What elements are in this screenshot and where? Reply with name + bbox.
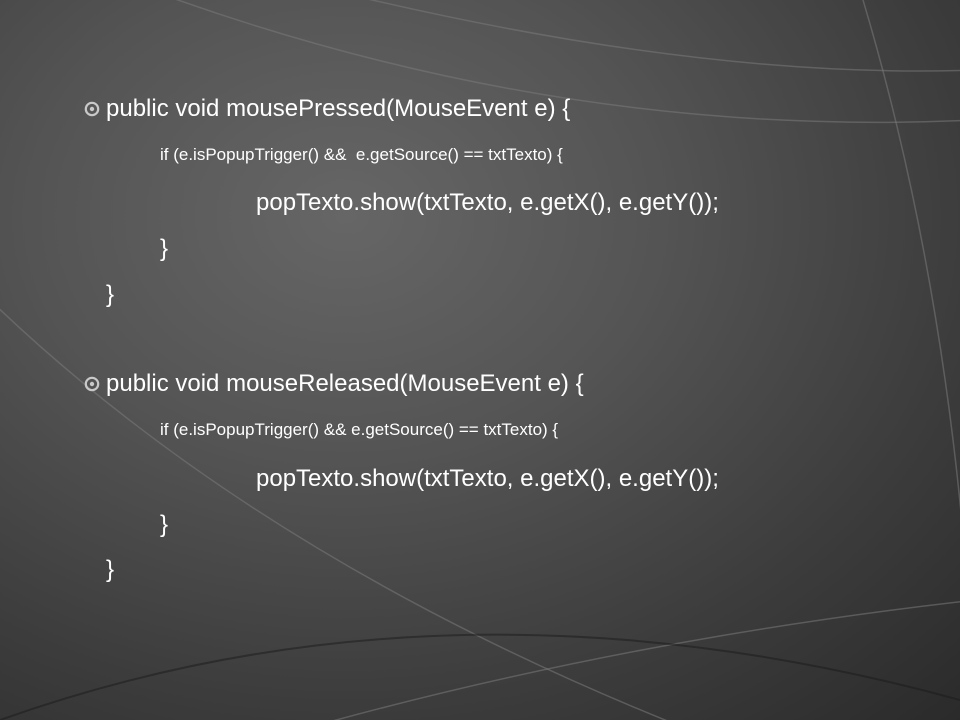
code-line-mousepressed-signature: public void mousePressed(MouseEvent e) { <box>106 95 571 122</box>
code-line-mousereleased-signature: public void mouseReleased(MouseEvent e) … <box>106 370 584 397</box>
target-ring-bullet-icon <box>84 376 100 392</box>
code-line-if-condition: if (e.isPopupTrigger() && e.getSource() … <box>160 420 559 439</box>
code-line-outer-close-brace: } <box>106 556 115 583</box>
code-line-inner-close-brace: } <box>160 235 169 262</box>
code-line-show-popup: popTexto.show(txtTexto, e.getX(), e.getY… <box>256 189 719 216</box>
code-line-outer-close-brace: } <box>106 281 115 308</box>
code-line-inner-close-brace: } <box>160 511 169 538</box>
code-line-if-condition: if (e.isPopupTrigger() && e.getSource() … <box>160 145 563 164</box>
target-ring-bullet-icon <box>84 101 100 117</box>
code-line-show-popup: popTexto.show(txtTexto, e.getX(), e.getY… <box>256 465 719 492</box>
